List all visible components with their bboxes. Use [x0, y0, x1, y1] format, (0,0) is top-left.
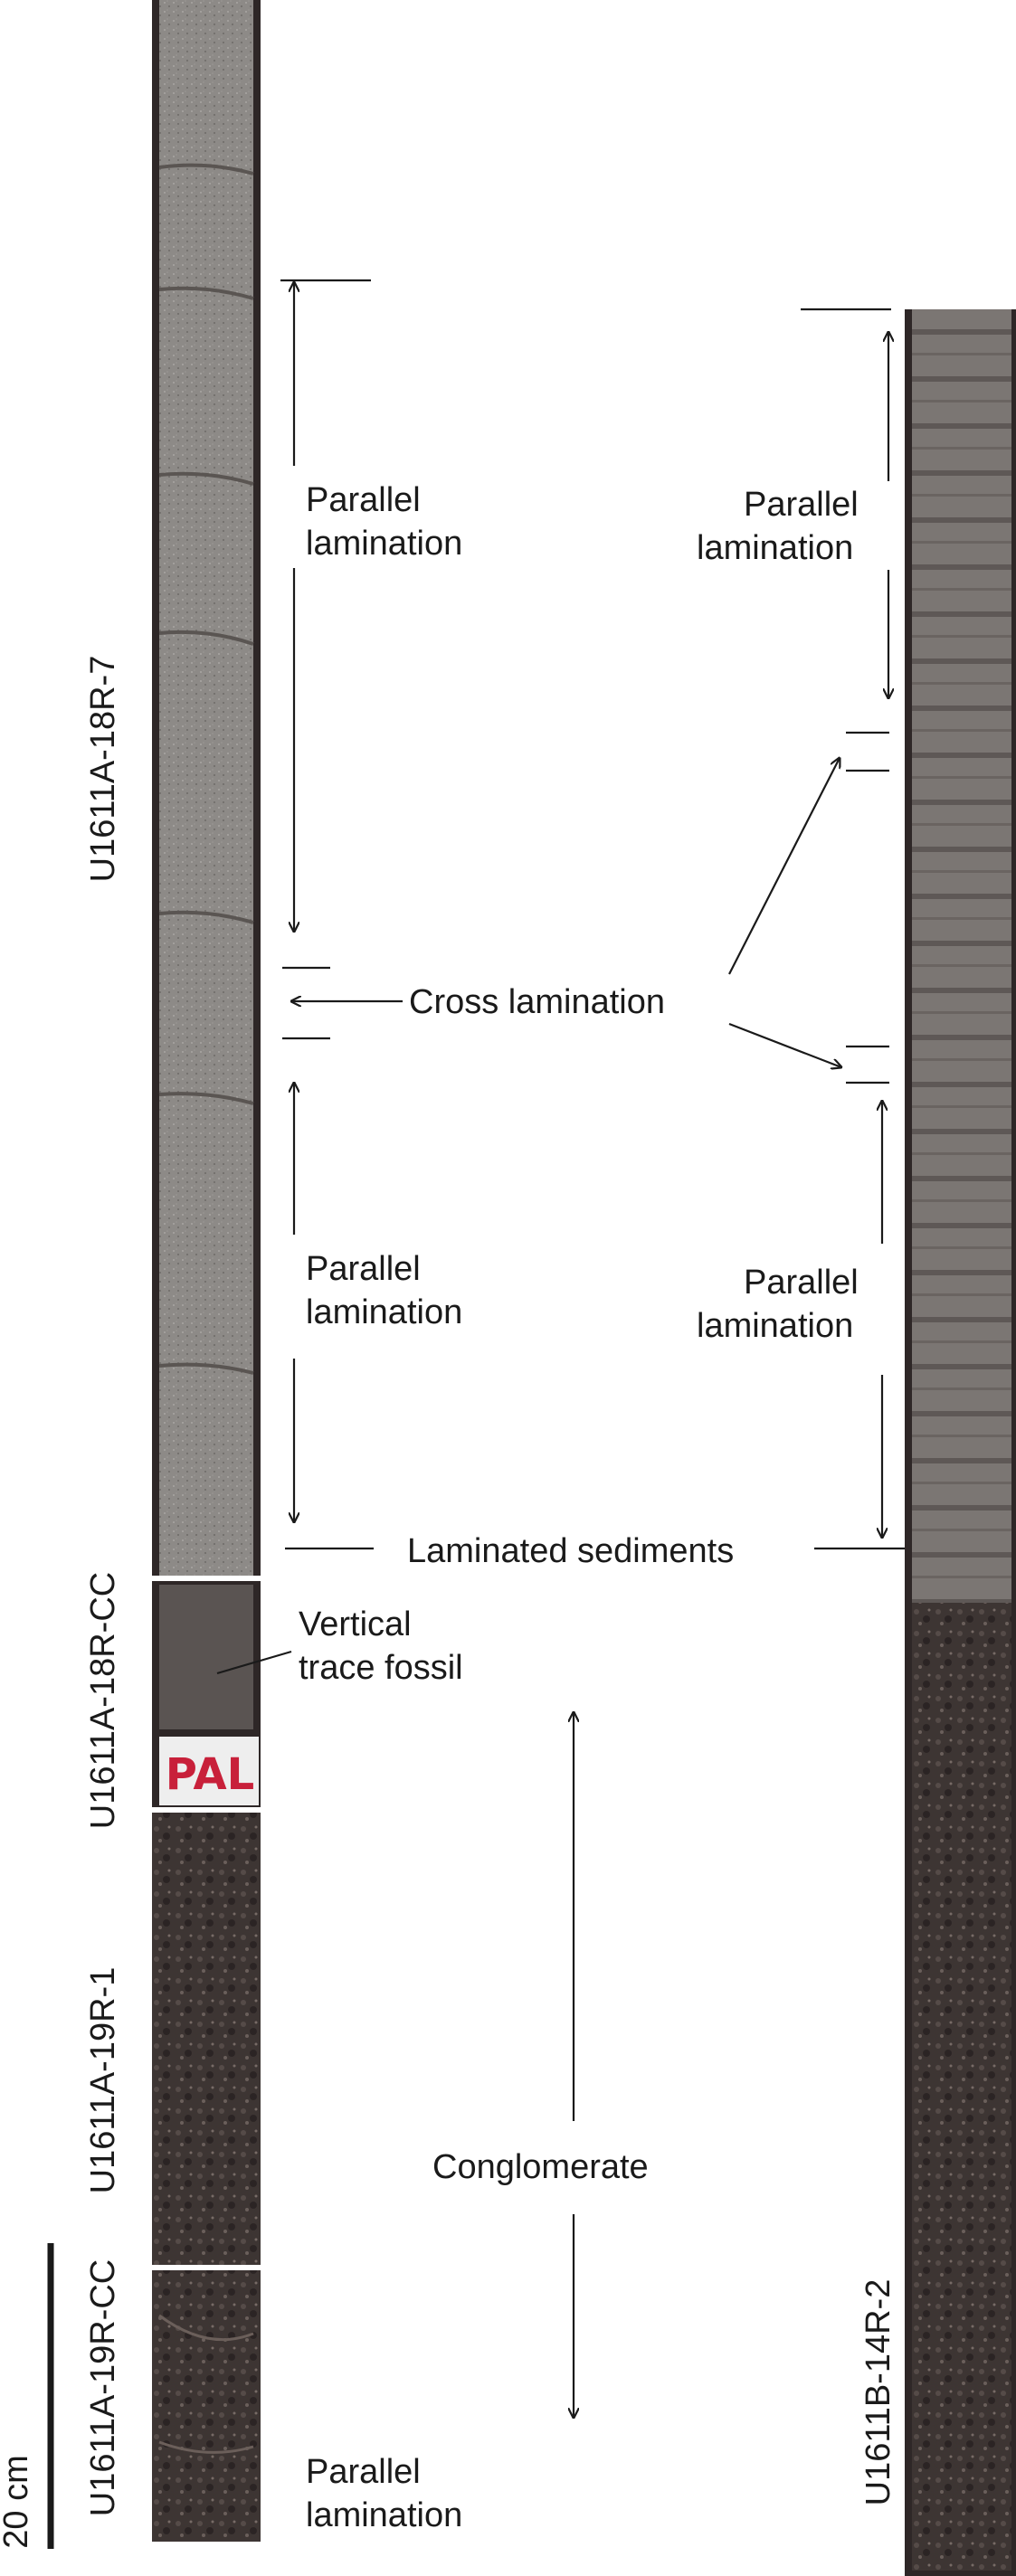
- scale-bar-label: 20 cm: [0, 2455, 35, 2548]
- label-parallel-lower-right-2: lamination: [697, 1307, 853, 1345]
- label-vertical-trace-fossil-1: Vertical: [299, 1605, 412, 1643]
- core-a-19r-cc: [152, 2270, 261, 2542]
- label-parallel-upper-left-2: lamination: [306, 525, 462, 563]
- core-a-18r-7: [152, 0, 261, 1576]
- label-parallel-bottom-left-1: Parallel: [306, 2453, 421, 2491]
- label-parallel-upper-right-1: Parallel: [744, 486, 859, 524]
- label-cross-lamination: Cross lamination: [409, 983, 665, 1021]
- arrow-cross-right-down: [728, 1022, 841, 1067]
- label-laminated-sediments: Laminated sediments: [407, 1532, 734, 1570]
- core-label-a-18r-7: U1611A-18R-7: [84, 656, 122, 883]
- label-parallel-upper-right-2: lamination: [697, 529, 853, 567]
- core-a-19r-1: [152, 1813, 261, 2265]
- core-label-a-18r-cc: U1611A-18R-CC: [84, 1572, 122, 1829]
- label-parallel-lower-right-1: Parallel: [744, 1264, 859, 1302]
- label-parallel-lower-left-2: lamination: [306, 1293, 462, 1331]
- sample-tag-pal: PAL: [166, 1749, 255, 1800]
- arrow-cross-right-up: [728, 758, 840, 975]
- label-parallel-upper-left-1: Parallel: [306, 481, 421, 519]
- core-label-a-19r-cc: U1611A-19R-CC: [84, 2259, 122, 2516]
- core-b-14r-2: [905, 309, 1016, 2576]
- leader-vertical-trace-fossil: [216, 1650, 292, 1675]
- label-vertical-trace-fossil-2: trace fossil: [299, 1649, 463, 1687]
- core-label-b-14r-2: U1611B-14R-2: [859, 2279, 897, 2506]
- label-conglomerate: Conglomerate: [432, 2148, 649, 2186]
- label-parallel-lower-left-1: Parallel: [306, 1250, 421, 1288]
- label-parallel-bottom-left-2: lamination: [306, 2496, 462, 2534]
- core-a-18r-cc: PAL: [152, 1581, 261, 1807]
- core-label-a-19r-1: U1611A-19R-1: [84, 1967, 122, 2194]
